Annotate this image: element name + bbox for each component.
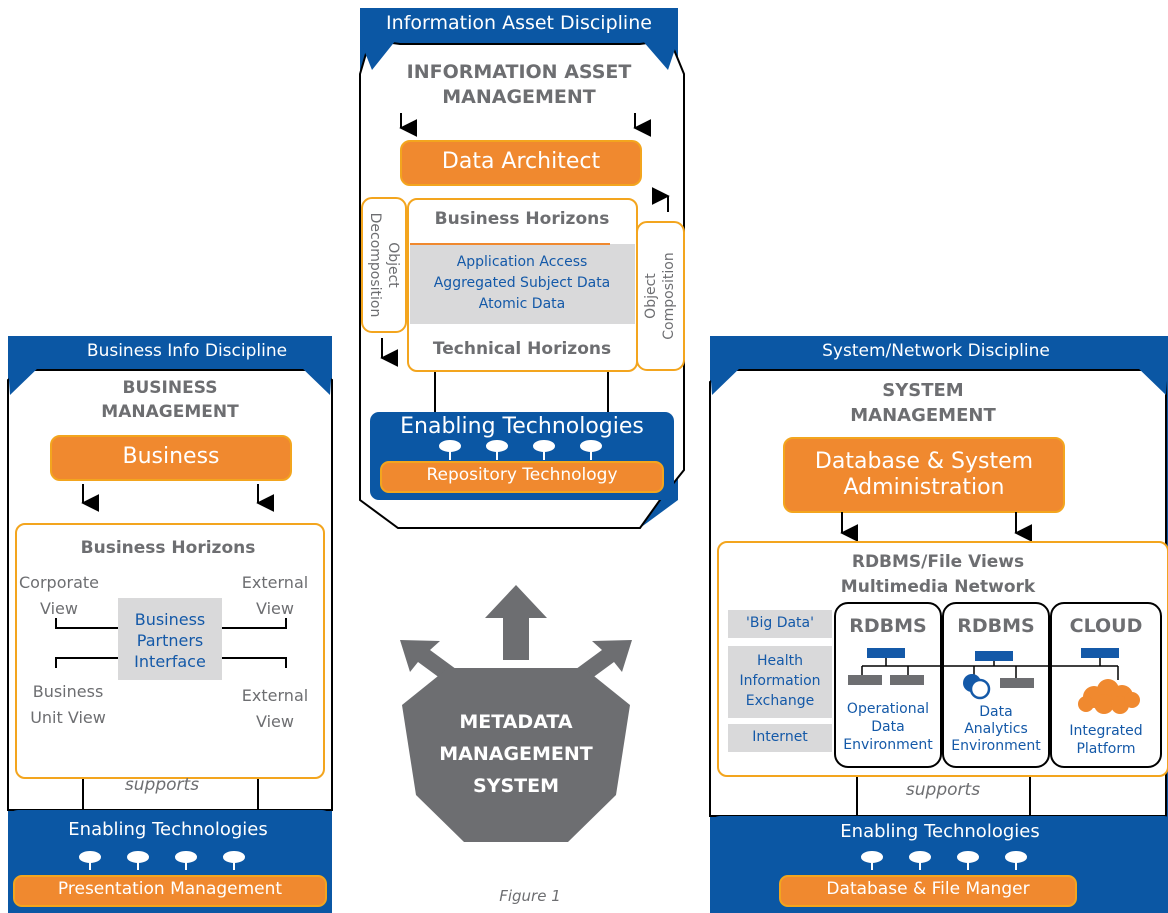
data-architect-box [400,140,642,186]
left-title-line1: BUSINESS [122,378,218,398]
source-big-data [728,610,832,638]
business-box [50,435,292,481]
db-file-manager-box [779,875,1077,907]
rdbms-column-2 [942,602,1050,768]
presentation-management-box [13,875,327,907]
left-enabling-technologies: Enabling Technologies [68,819,268,840]
db-admin-line2: Administration [843,475,1005,500]
center-enabling-technologies: Enabling Technologies [400,414,644,439]
repository-technology-label: Repository Technology [426,465,618,485]
column-1-title: RDBMS [849,615,927,637]
right-supports: supports [905,780,981,800]
center-header: Information Asset Discipline [386,12,652,34]
figure-caption: Figure 1 [499,887,561,905]
technical-horizons: Technical Horizons [432,339,612,359]
source-big-data-label: 'Big Data' [746,615,814,631]
source-internet [728,724,832,752]
views-line2: Multimedia Network [840,577,1036,597]
source-internet-label: Internet [752,729,808,745]
views-line1: RDBMS/File Views [851,552,1025,572]
column-3-title: CLOUD [1069,615,1143,637]
partners-interface-box [118,598,222,680]
cloud-icon [1078,679,1140,714]
layers-band [410,244,635,324]
data-architect-label: Data Architect [441,149,601,174]
center-business-horizons: Business Horizons [434,209,610,229]
presentation-management-label: Presentation Management [57,879,283,899]
column-2-title: RDBMS [957,615,1035,637]
object-decomposition-box [361,197,407,333]
db-admin-line1: Database & System [814,449,1034,474]
right-title-line2: MANAGEMENT [850,405,996,426]
db-admin-box [783,437,1065,513]
left-header: Business Info Discipline [86,341,288,361]
rdbms-column-1 [834,602,942,768]
layer-atomic-data: Atomic Data [478,296,566,312]
repository-technology-box [380,461,664,493]
right-enabling-technologies: Enabling Technologies [840,821,1040,842]
center-header-bar [360,8,678,40]
right-header: System/Network Discipline [822,341,1050,361]
metadata-system-shape [400,585,632,842]
left-business-horizons: Business Horizons [80,538,256,558]
left-supports: supports [124,775,200,795]
right-title-line1: SYSTEM [882,380,964,401]
source-hie [728,646,832,718]
layer-aggregated-subject-data: Aggregated Subject Data [433,275,611,291]
layer-application-access: Application Access [456,254,588,270]
center-title-line2: MANAGEMENT [442,86,596,108]
center-title-line1: INFORMATION ASSET [406,61,632,83]
business-label: Business [122,444,220,469]
left-title-line2: MANAGEMENT [101,402,239,422]
db-file-manager-label: Database & File Manger [826,879,1030,899]
